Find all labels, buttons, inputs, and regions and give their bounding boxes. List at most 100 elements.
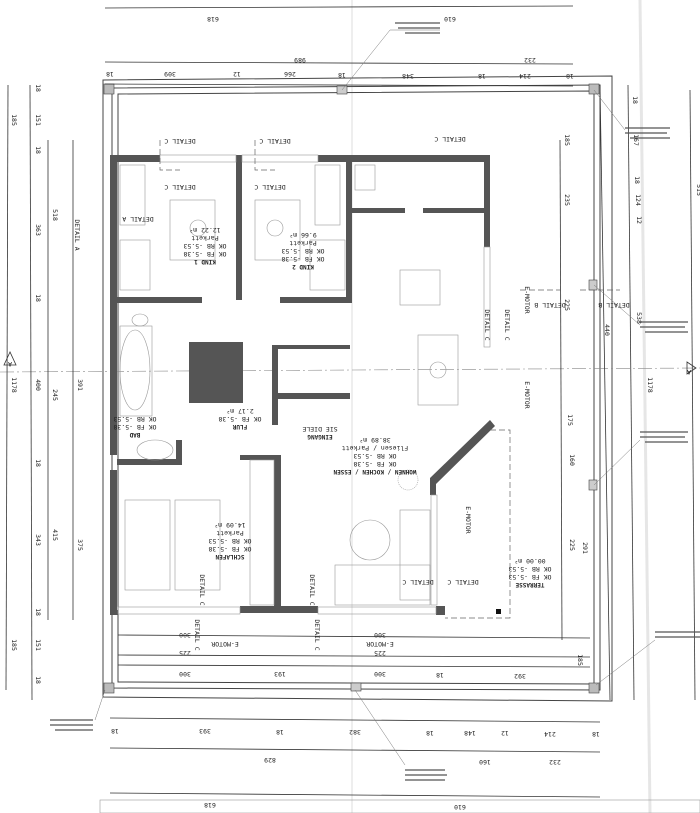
dim-label: 518: [51, 209, 59, 221]
dimension-lines: [5, 5, 696, 798]
room-level: OK FB -5.53: [508, 573, 551, 581]
roof-slab: [102, 75, 613, 702]
room-area: 9.66 m²: [289, 231, 316, 239]
room-floor: Parkett: [191, 234, 218, 242]
detail-c-label: DETAIL C: [193, 619, 201, 650]
dims-bottom: 300 300 225 225 300 193 300 18 392 18 39…: [111, 631, 600, 811]
dim-label: 300: [179, 670, 191, 678]
dim-label: 18: [111, 727, 119, 735]
dim-label: 18: [34, 459, 42, 467]
dim-label: 232: [524, 56, 536, 64]
dim-label: 214: [544, 730, 556, 738]
furniture: [119, 164, 459, 606]
dim-label: 18: [276, 728, 284, 736]
section-a-left-label: A: [8, 360, 12, 368]
detail-c-label: DETAIL C: [164, 183, 195, 191]
room-level: OK RB -5.53: [281, 247, 324, 255]
e-motor-label: E-MOTOR: [366, 640, 393, 648]
room-area: 38.89 m²: [359, 436, 390, 444]
dim-label: 382: [349, 728, 361, 736]
room-eingang: EINGANG SIE DIELE: [302, 425, 337, 440]
dim-label: 151: [34, 114, 42, 126]
terrace-outline: [445, 429, 511, 619]
room-level: OK FB -5.38: [353, 460, 396, 468]
room-sub: SIE DIELE: [302, 425, 337, 433]
dims-top: 618 610 989 232 18 309 12 266 18 348 18 …: [106, 15, 574, 80]
room-name: KIND 2: [292, 263, 314, 270]
dim-label: 393: [199, 727, 211, 735]
detail-c-label: DETAIL C: [198, 574, 206, 605]
e-motor-label: E-MOTOR: [523, 381, 531, 408]
room-name: TERRASSE: [515, 581, 544, 588]
dim-label: 18: [592, 730, 600, 738]
room-bad: BAD OK FB -5.38 OK RB -5.53: [113, 415, 156, 438]
dim-label: 610: [454, 803, 466, 811]
dim-label: 300: [374, 670, 386, 678]
dim-label: 148: [464, 729, 476, 737]
room-floor: Parkett: [289, 239, 316, 247]
dim-label: 618: [207, 15, 219, 23]
detail-c-label: DETAIL C: [402, 578, 433, 586]
detail-b-label: DETAIL B: [534, 301, 565, 309]
callout-leaders: [94, 29, 656, 766]
room-name: KIND 1: [194, 258, 216, 265]
dim-label: 309: [164, 70, 176, 78]
detail-c-label: DETAIL C: [503, 309, 511, 340]
detail-c-label: DETAIL C: [434, 135, 465, 143]
dim-label: 124: [634, 194, 642, 206]
room-level: OK RB -5.53: [113, 415, 156, 423]
room-name: WOHNEN / KOCHEN / ESSEN: [333, 468, 416, 475]
dim-label: 348: [402, 72, 414, 80]
room-level: OK FB -5.38: [183, 250, 226, 258]
dim-label: 185: [563, 134, 571, 146]
dim-label: 225: [568, 539, 576, 551]
dim-label: 829: [264, 756, 276, 764]
dim-label: 245: [51, 389, 59, 401]
detail-b-label: DETAIL B: [598, 301, 629, 309]
windows: [117, 154, 491, 615]
room-floor: Parkett: [216, 529, 243, 537]
room-wohnen: WOHNEN / KOCHEN / ESSEN OK FB -5.38 OK R…: [333, 436, 416, 475]
room-area: 2.17 m²: [226, 407, 253, 415]
detail-a-label: DETAIL A: [122, 215, 153, 223]
dims-left: 185 1178 185 18 151 18 363 18 400 18 343…: [10, 84, 84, 684]
dim-label: 185: [10, 114, 18, 126]
drain-marker: [496, 609, 501, 614]
room-level: OK RB -5.53: [508, 565, 551, 573]
dim-label: 415: [51, 529, 59, 541]
dim-label: 18: [34, 146, 42, 154]
fold-line: [638, 0, 652, 813]
dim-label: 185: [10, 639, 18, 651]
dim-label: 300: [179, 631, 191, 639]
dim-label: 392: [514, 672, 526, 680]
detail-c-label: DETAIL C: [483, 309, 491, 340]
dim-label: 538: [635, 312, 643, 324]
title-block-edge: [99, 799, 700, 813]
dim-label: 18: [34, 294, 42, 302]
dim-label: 363: [34, 224, 42, 236]
room-kind-2: KIND 2 OK FB -5.38 OK RB -5.53 Parkett 9…: [281, 231, 324, 270]
dim-label: 618: [204, 801, 216, 809]
dim-label: 515: [695, 184, 700, 196]
room-level: OK FB -5.38: [218, 415, 261, 423]
dim-label: 167: [632, 134, 640, 146]
dim-label: 18: [34, 84, 42, 92]
section-axis-a: [0, 367, 700, 373]
e-motor-label: E-MOTOR: [523, 286, 531, 313]
dim-label: 375: [76, 539, 84, 551]
room-flur: FLUR OK FB -5.38 2.17 m²: [218, 407, 261, 430]
dim-label: 1178: [646, 377, 654, 393]
dim-label: 18: [633, 176, 641, 184]
dim-label: 18: [478, 72, 486, 80]
detail-c-label: DETAIL C: [313, 619, 321, 650]
e-motor-label: E-MOTOR: [464, 506, 472, 533]
dim-label: 175: [566, 414, 574, 426]
dim-label: 291: [581, 542, 589, 554]
dim-label: 610: [444, 15, 456, 23]
detail-c-label: DETAIL C: [308, 574, 316, 605]
dim-label: 440: [603, 324, 611, 336]
dim-label: 18: [34, 608, 42, 616]
dim-label: 193: [274, 670, 286, 678]
room-level: OK FB -5.38: [281, 255, 324, 263]
dim-label: 18: [631, 96, 639, 104]
